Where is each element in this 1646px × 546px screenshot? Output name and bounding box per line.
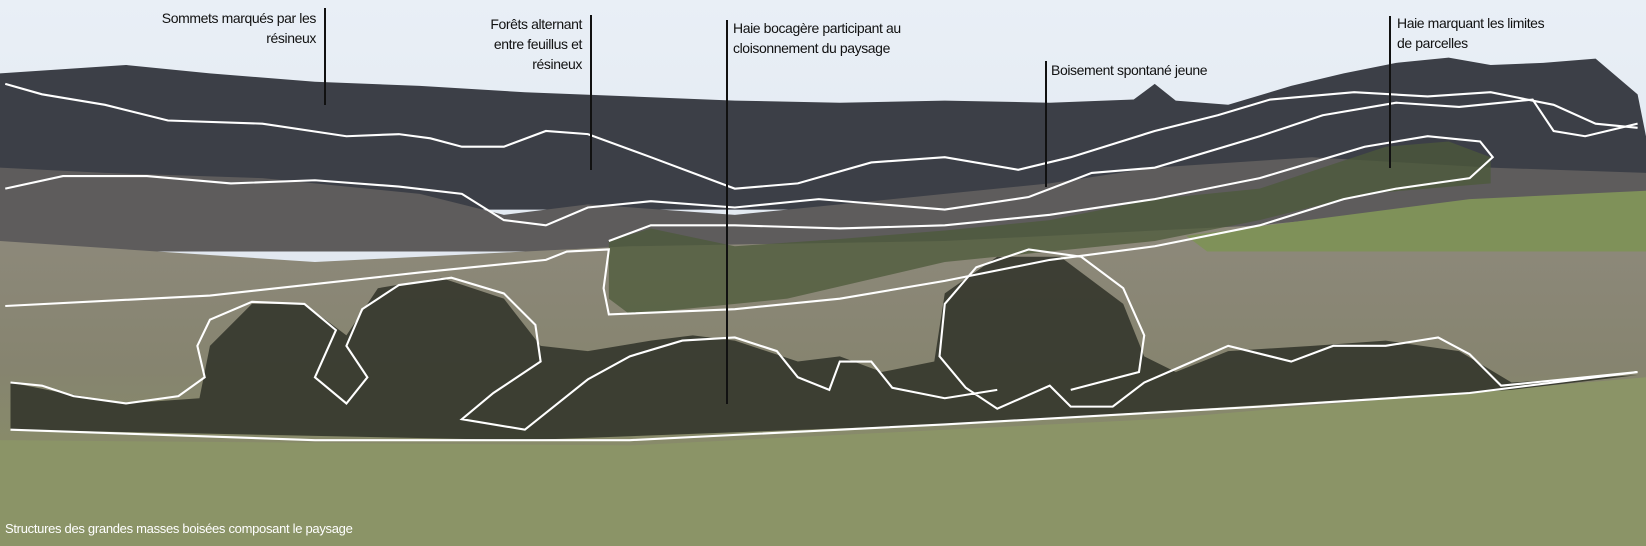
annotation-summits: Sommets marqués par les résineux (161, 8, 317, 48)
annotation-text: cloisonnement du paysage (733, 40, 890, 56)
annotation-text: résineux (266, 30, 316, 46)
annotation-parcel-hedge: Haie marquant les limites de parcelles (1397, 13, 1545, 53)
annotation-hedgerow: Haie bocagère participant au cloisonneme… (733, 18, 901, 58)
annotation-text: Sommets marqués par les (161, 10, 317, 26)
hedge-mass (10, 256, 1638, 441)
grass-foreground (0, 377, 1646, 546)
annotation-text: résineux (532, 56, 582, 72)
green-field (1186, 190, 1646, 252)
annotation-text: de parcelles (1397, 35, 1468, 51)
leader-line-young-wood (1045, 61, 1047, 187)
annotation-text: Haie marquant les limites (1397, 15, 1545, 31)
copse-mid (608, 141, 1491, 315)
annotation-text: Boisement spontané jeune (1051, 62, 1208, 78)
annotation-mixed-forest: Forêts alternant entre feuillus et résin… (490, 14, 582, 74)
outline-mixed-forest (5, 98, 1638, 227)
leader-line-summits (324, 8, 326, 105)
annotation-text: entre feuillus et (493, 36, 583, 52)
annotation-text: Forêts alternant (490, 16, 582, 32)
annotation-young-wood: Boisement spontané jeune (1051, 60, 1208, 80)
leader-line-mixed-forest (590, 15, 592, 170)
outline-young-wood (5, 135, 1495, 316)
leader-line-hedgerow (726, 20, 728, 404)
outline-hedge (10, 248, 1638, 442)
leader-line-parcel-hedge (1389, 16, 1391, 168)
annotation-text: Haie bocagère participant au (733, 20, 901, 36)
figure-caption: Structures des grandes masses boisées co… (5, 521, 353, 536)
